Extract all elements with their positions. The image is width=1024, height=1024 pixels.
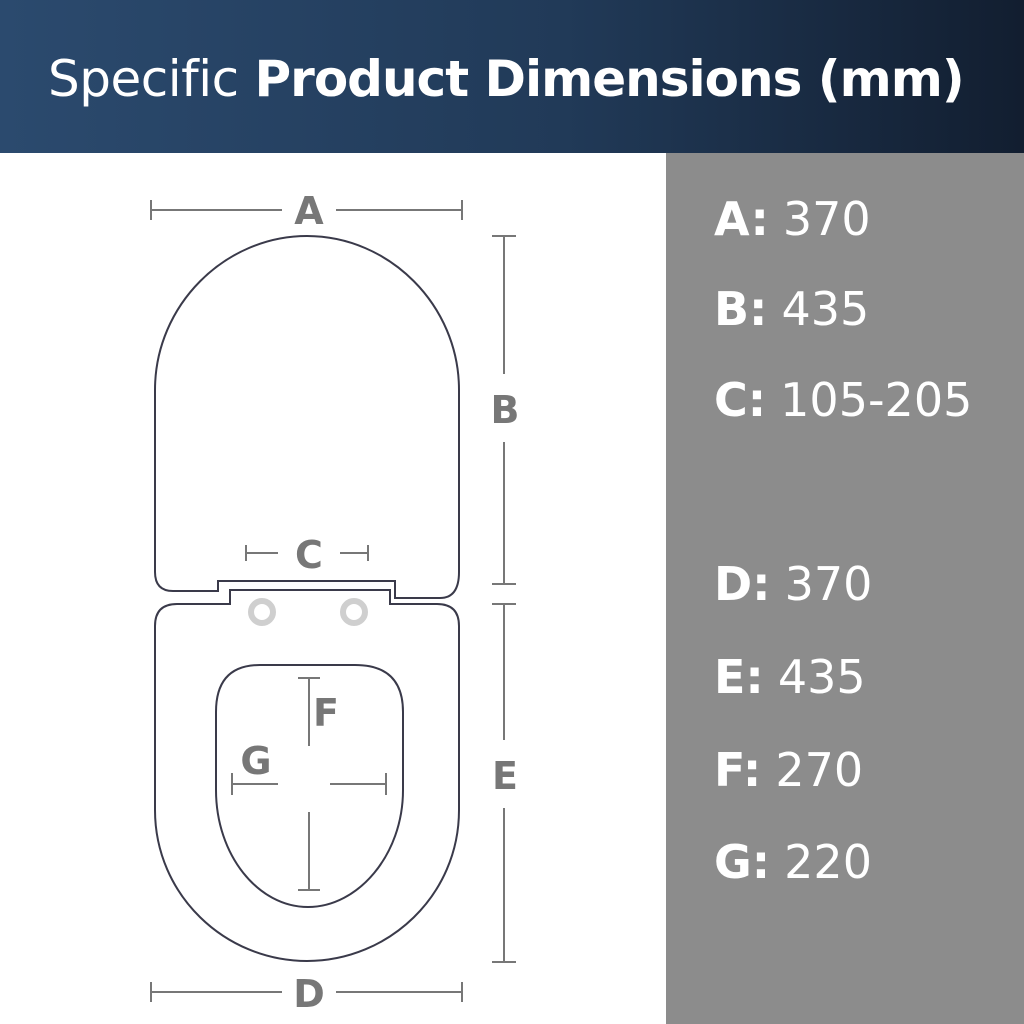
- dim-label-a: A: [294, 189, 324, 233]
- spec-row-e: E:435: [714, 647, 866, 707]
- spec-value: 435: [781, 282, 870, 336]
- title-bold: Product Dimensions (mm): [254, 50, 965, 108]
- dim-label-c: C: [295, 533, 323, 577]
- spec-key: G:: [714, 835, 771, 889]
- dim-label-g: G: [240, 739, 271, 783]
- specifications-panel: A:370 B:435 C:105-205 D:370 E:435 F:270 …: [666, 153, 1024, 1024]
- dim-label-e: E: [492, 754, 518, 798]
- spec-value: 105-205: [780, 373, 973, 427]
- spec-row-d: D:370: [714, 554, 872, 614]
- diagram-panel: A B C E D F G: [0, 153, 666, 1024]
- header-banner: Specific Product Dimensions (mm): [0, 0, 1024, 153]
- spec-key: E:: [714, 650, 764, 704]
- hinge-left-icon: [248, 598, 276, 626]
- dim-label-b: B: [491, 388, 520, 432]
- lid-outline: [154, 234, 460, 599]
- spec-value: 435: [777, 650, 866, 704]
- spec-key: D:: [714, 557, 771, 611]
- spec-row-c: C:105-205: [714, 370, 972, 430]
- spec-row-a: A:370: [714, 189, 871, 249]
- hinge-right-icon: [340, 598, 368, 626]
- title-light: Specific: [48, 50, 239, 108]
- dim-label-d: D: [293, 972, 325, 1016]
- seat-outline: [154, 589, 460, 963]
- spec-row-f: F:270: [714, 740, 863, 800]
- spec-value: 220: [784, 835, 872, 889]
- dim-label-f: F: [313, 691, 339, 735]
- spec-key: A:: [714, 192, 769, 246]
- spec-value: 370: [784, 557, 873, 611]
- spec-value: 270: [775, 743, 864, 797]
- toilet-seat-diagram: A B C E D F G: [150, 189, 520, 1016]
- page-title: Specific Product Dimensions (mm): [48, 46, 965, 112]
- seat-opening-outline: [215, 664, 404, 909]
- spec-key: F:: [714, 743, 762, 797]
- spec-key: C:: [714, 373, 767, 427]
- spec-row-g: G:220: [714, 832, 872, 892]
- spec-key: B:: [714, 282, 768, 336]
- spec-value: 370: [782, 192, 871, 246]
- spec-row-b: B:435: [714, 279, 869, 339]
